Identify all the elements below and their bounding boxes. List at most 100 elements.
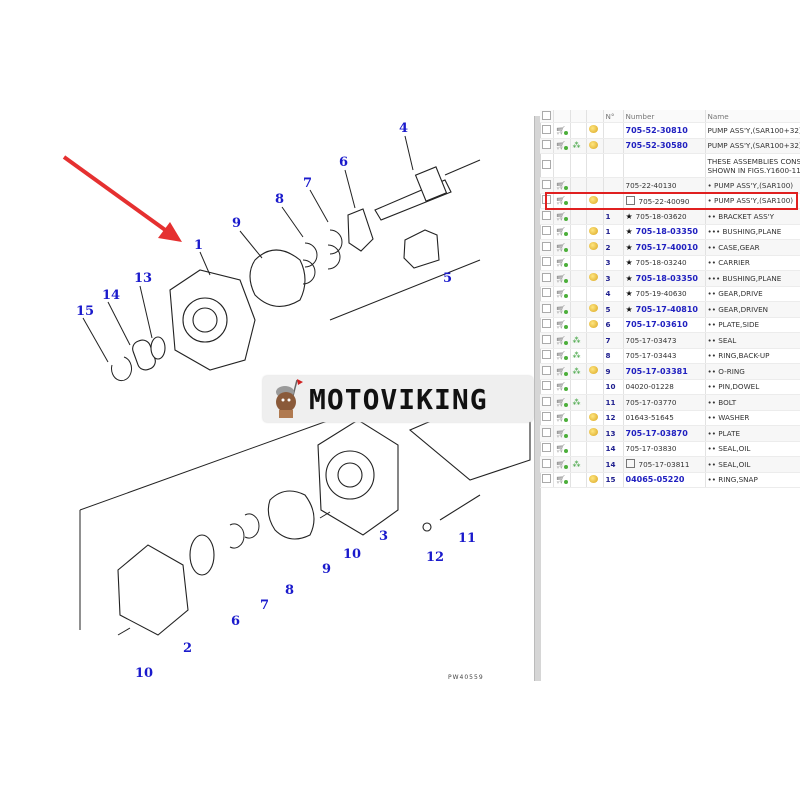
note-checkbox-icon[interactable] [625, 195, 635, 205]
note-checkbox-icon[interactable] [625, 459, 635, 469]
part-number[interactable]: 04065-05220 [625, 475, 685, 485]
part-number[interactable]: 705-18-03350 [635, 227, 698, 237]
part-number-cell[interactable]: 705-52-30580 [623, 138, 706, 154]
row-checkbox[interactable] [540, 239, 554, 256]
hierarchy-icon[interactable]: ⁂ [572, 335, 581, 345]
part-image-icon[interactable] [588, 125, 598, 134]
add-to-cart-icon[interactable]: 🛒︎ [555, 227, 566, 237]
part-image-icon[interactable] [588, 474, 598, 483]
add-to-cart-icon[interactable]: 🛒︎ [555, 351, 566, 361]
table-row[interactable]: 🛒︎5★705-17-40810•• GEAR,DRIVEN [540, 301, 800, 318]
row-checkbox[interactable] [540, 177, 554, 194]
hierarchy-icon[interactable]: ⁂ [572, 351, 581, 361]
part-image-icon[interactable] [588, 319, 598, 328]
hierarchy-icon[interactable]: ⁂ [572, 397, 581, 407]
row-checkbox[interactable] [540, 332, 554, 349]
add-to-cart-icon[interactable]: 🛒︎ [555, 475, 566, 485]
row-checkbox[interactable] [540, 153, 554, 178]
row-checkbox[interactable] [540, 472, 554, 488]
add-to-cart-icon[interactable]: 🛒︎ [555, 289, 566, 299]
part-image-icon[interactable] [588, 226, 598, 235]
hierarchy-icon[interactable]: ⁂ [572, 366, 581, 376]
add-to-cart-icon[interactable]: 🛒︎ [555, 444, 566, 454]
table-row[interactable]: 🛒︎1★705-18-03350••• BUSHING,PLANE [540, 224, 800, 240]
row-checkbox[interactable] [540, 456, 554, 473]
part-number[interactable]: 705-17-40810 [635, 304, 698, 314]
row-checkbox[interactable] [540, 286, 554, 302]
add-to-cart-icon[interactable]: 🛒︎ [555, 366, 566, 376]
table-row[interactable]: 🛒︎705-22-40090• PUMP ASS'Y,(SAR100) [540, 193, 800, 209]
part-image-icon[interactable] [588, 304, 598, 313]
row-checkbox[interactable] [540, 301, 554, 318]
part-number-cell[interactable]: 705-17-03610 [623, 317, 706, 333]
part-number[interactable]: 705-17-03610 [625, 320, 688, 330]
part-number[interactable]: 705-17-03381 [625, 366, 688, 376]
table-row[interactable]: 🛒︎1★705-18-03620•• BRACKET ASS'Y [540, 208, 800, 225]
row-checkbox[interactable] [540, 394, 554, 411]
table-row[interactable]: 🛒︎4★705-19-40630•• GEAR,DRIVE [540, 286, 800, 302]
row-checkbox[interactable] [540, 348, 554, 364]
part-number-cell[interactable]: ★705-17-40810 [623, 301, 706, 318]
row-checkbox[interactable] [540, 122, 554, 139]
add-to-cart-icon[interactable]: 🛒︎ [555, 320, 566, 330]
hierarchy-icon[interactable]: ⁂ [572, 141, 581, 151]
add-to-cart-icon[interactable]: 🛒︎ [555, 180, 566, 190]
add-to-cart-icon[interactable]: 🛒︎ [555, 428, 566, 438]
select-all-header[interactable] [540, 110, 554, 123]
row-checkbox[interactable] [540, 425, 554, 442]
row-checkbox[interactable] [540, 317, 554, 333]
row-checkbox[interactable] [540, 379, 554, 395]
row-checkbox[interactable] [540, 441, 554, 457]
row-checkbox[interactable] [540, 363, 554, 380]
add-to-cart-icon[interactable]: 🛒︎ [555, 304, 566, 314]
add-to-cart-icon[interactable]: 🛒︎ [555, 125, 566, 135]
part-number-cell[interactable]: ★705-17-40010 [623, 239, 706, 256]
add-to-cart-icon[interactable]: 🛒︎ [555, 242, 566, 252]
table-row[interactable]: 🛒︎3★705-18-03350••• BUSHING,PLANE [540, 270, 800, 287]
add-to-cart-icon[interactable]: 🛒︎ [555, 141, 566, 151]
part-image-icon[interactable] [588, 195, 598, 204]
part-number-cell[interactable]: ★705-18-03350 [623, 224, 706, 240]
part-number-cell[interactable]: 705-17-03381 [623, 363, 706, 380]
row-checkbox[interactable] [540, 255, 554, 271]
add-to-cart-icon[interactable]: 🛒︎ [555, 382, 566, 392]
row-checkbox[interactable] [540, 270, 554, 287]
part-image-icon[interactable] [588, 428, 598, 437]
part-image-icon[interactable] [588, 366, 598, 375]
part-number-cell[interactable]: 705-52-30810 [623, 122, 706, 139]
row-checkbox[interactable] [540, 224, 554, 240]
part-image-icon[interactable] [588, 140, 598, 149]
table-row[interactable]: 🛒︎2★705-17-40010•• CASE,GEAR [540, 239, 800, 256]
part-number-cell[interactable]: 04065-05220 [623, 472, 706, 488]
part-image-icon[interactable] [588, 273, 598, 282]
table-row[interactable]: 🛒︎705-22-40130• PUMP ASS'Y,(SAR100) [540, 177, 800, 194]
row-checkbox[interactable] [540, 138, 554, 154]
part-number[interactable]: 705-18-03350 [635, 273, 698, 283]
add-to-cart-icon[interactable]: 🛒︎ [555, 413, 566, 423]
hierarchy-icon[interactable]: ⁂ [572, 459, 581, 469]
add-to-cart-icon[interactable]: 🛒︎ [555, 273, 566, 283]
part-number[interactable]: 705-52-30580 [625, 141, 688, 151]
column-header-no[interactable]: N° [603, 110, 624, 123]
table-row[interactable]: 🛒︎3★705-18-03240•• CARRIER [540, 255, 800, 271]
vertical-scrollbar[interactable] [534, 116, 541, 681]
column-header-number[interactable]: Number [623, 110, 706, 123]
part-image-icon[interactable] [588, 412, 598, 421]
add-to-cart-icon[interactable]: 🛒︎ [555, 211, 566, 221]
part-number[interactable]: 705-52-30810 [625, 125, 688, 135]
add-to-cart-icon[interactable]: 🛒︎ [555, 335, 566, 345]
part-number-cell[interactable]: 705-17-03870 [623, 425, 706, 442]
part-number[interactable]: 705-17-03870 [625, 428, 688, 438]
